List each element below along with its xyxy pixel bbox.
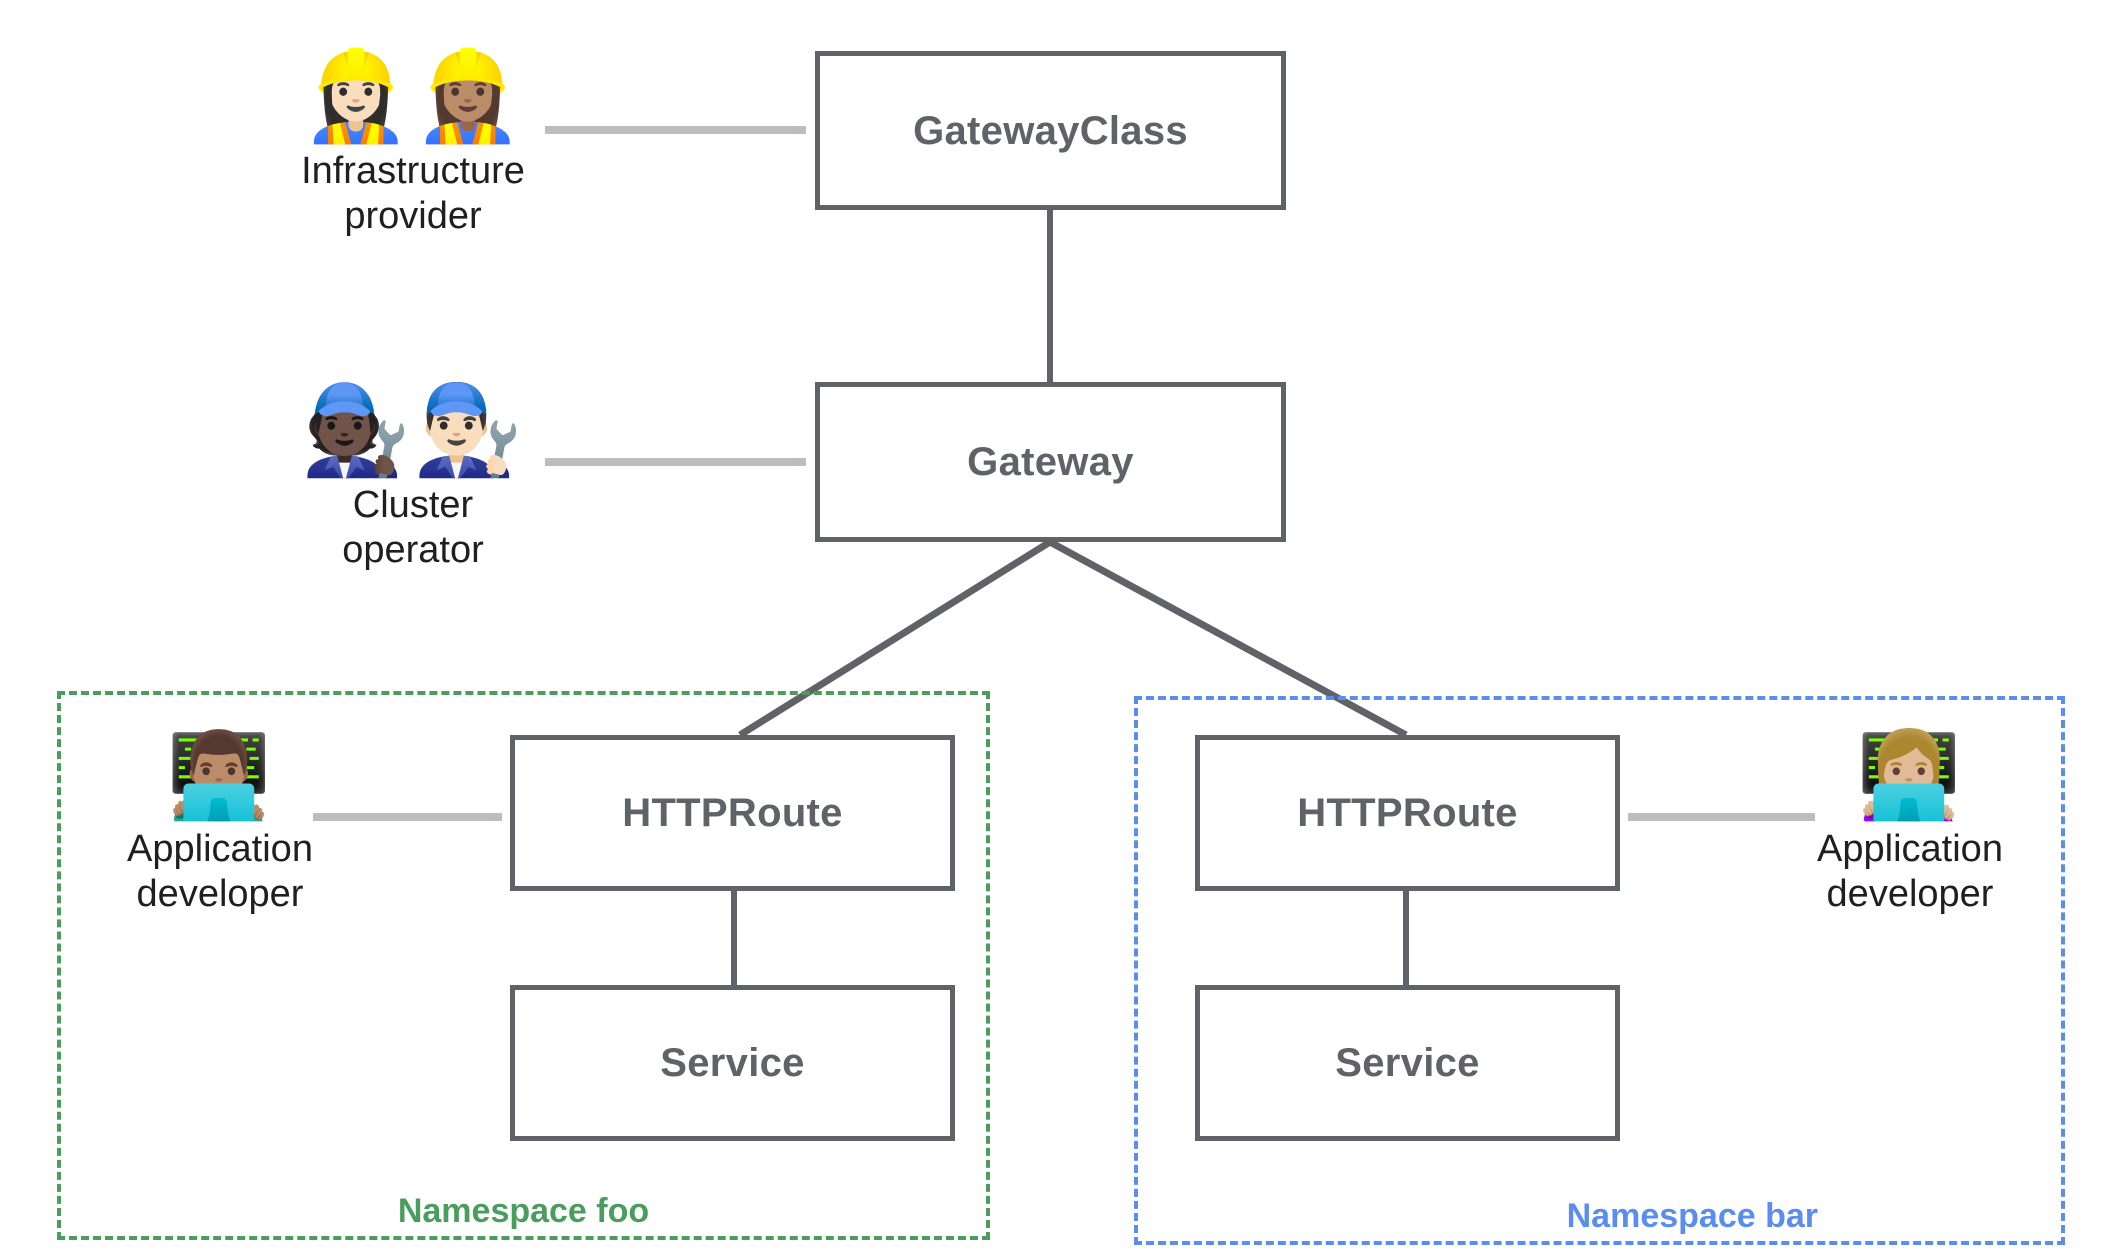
persona-app-developer-bar-label: Application developer: [1817, 827, 2003, 915]
mechanic-icon: 🧑🏿‍🔧👨🏻‍🔧: [301, 380, 525, 479]
namespace-group-bar: Namespace bar: [1134, 696, 2065, 1245]
node-service-bar-label: Service: [1335, 1041, 1480, 1085]
node-httproute-foo[interactable]: HTTPRoute: [510, 735, 955, 891]
namespace-group-foo: Namespace foo: [57, 691, 990, 1240]
node-httproute-bar[interactable]: HTTPRoute: [1195, 735, 1620, 891]
node-gatewayclass[interactable]: GatewayClass: [815, 51, 1286, 210]
node-gatewayclass-label: GatewayClass: [913, 108, 1188, 153]
technologist-icon: 👩🏼‍💻: [1856, 728, 1964, 822]
node-gateway-label: Gateway: [967, 440, 1134, 484]
node-service-foo[interactable]: Service: [510, 985, 955, 1141]
construction-worker-icon: 👷🏻‍♀️👷🏽‍♀️: [301, 46, 525, 145]
node-gateway[interactable]: Gateway: [815, 382, 1286, 542]
node-httproute-bar-label: HTTPRoute: [1297, 791, 1518, 835]
persona-infrastructure-provider: 👷🏻‍♀️👷🏽‍♀️ Infrastructure provider: [278, 48, 548, 239]
persona-cluster-operator-label: Cluster operator: [342, 484, 484, 571]
persona-cluster-operator: 🧑🏿‍🔧👨🏻‍🔧 Cluster operator: [278, 382, 548, 573]
node-service-bar[interactable]: Service: [1195, 985, 1620, 1141]
technologist-icon: 👨🏽‍💻: [166, 728, 274, 822]
persona-app-developer-foo: 👨🏽‍💻 Application developer: [105, 730, 335, 916]
namespace-bar-label: Namespace bar: [1566, 1197, 1818, 1235]
node-httproute-foo-label: HTTPRoute: [622, 791, 843, 835]
persona-app-developer-foo-label: Application developer: [127, 827, 313, 915]
persona-infrastructure-provider-label: Infrastructure provider: [301, 150, 525, 237]
persona-app-developer-bar: 👩🏼‍💻 Application developer: [1795, 730, 2025, 916]
namespace-foo-label: Namespace foo: [397, 1192, 650, 1230]
node-service-foo-label: Service: [660, 1041, 805, 1085]
